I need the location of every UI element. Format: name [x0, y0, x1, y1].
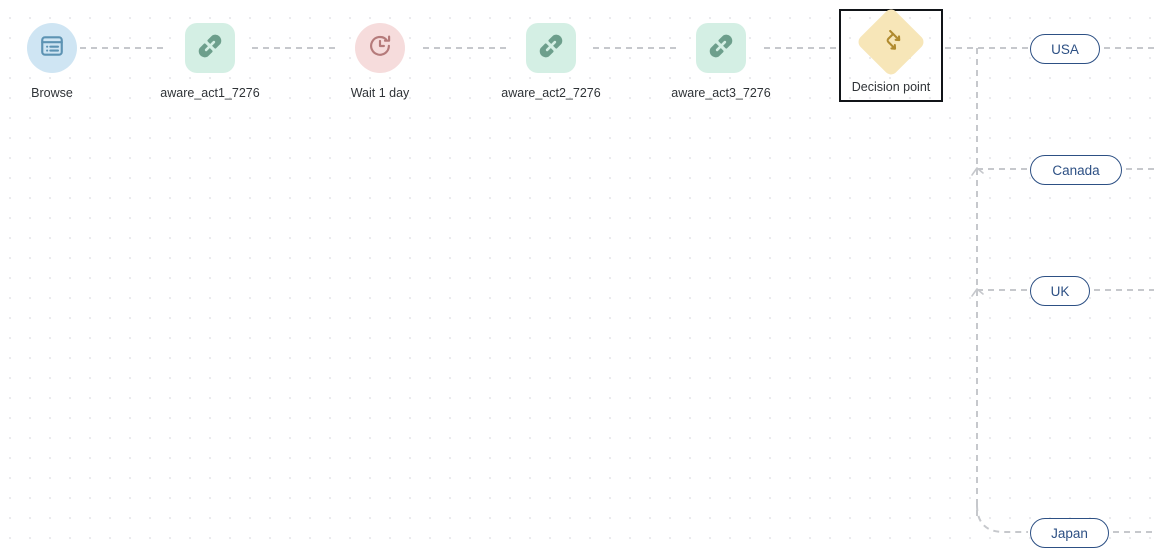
branch-pill-japan-label: Japan: [1051, 525, 1088, 541]
node-aware-act3-shape[interactable]: [696, 23, 746, 73]
node-aware-act1-label: aware_act1_7276: [160, 86, 260, 100]
node-aware-act3-label: aware_act3_7276: [671, 86, 771, 100]
edge-trunk-to-japan: [976, 504, 1028, 533]
plug-connector-icon: [708, 33, 734, 64]
plug-connector-icon: [197, 33, 223, 64]
node-browse-shape[interactable]: [27, 23, 77, 73]
node-decision-point-shape[interactable]: [855, 6, 927, 78]
branch-pill-japan[interactable]: Japan: [1030, 518, 1109, 548]
clock-refresh-icon: [367, 33, 393, 64]
branch-pill-canada-label: Canada: [1052, 162, 1100, 178]
node-aware-act2-shape[interactable]: [526, 23, 576, 73]
branch-arrow-canada: [971, 167, 984, 176]
node-aware-act2-label: aware_act2_7276: [501, 86, 601, 100]
node-wait-1-day-shape[interactable]: [355, 23, 405, 73]
branch-pill-uk[interactable]: UK: [1030, 276, 1090, 306]
node-aware-act2[interactable]: aware_act2_7276: [499, 23, 603, 102]
node-browse[interactable]: Browse: [0, 23, 104, 102]
node-decision-point-label: Decision point: [851, 80, 931, 94]
node-aware-act3[interactable]: aware_act3_7276: [669, 23, 773, 102]
node-aware-act1[interactable]: aware_act1_7276: [158, 23, 262, 102]
branch-arrow-uk: [971, 288, 984, 297]
node-wait-1-day-label: Wait 1 day: [350, 86, 410, 100]
branch-arrows-icon: [872, 23, 911, 62]
plug-connector-icon: [538, 33, 564, 64]
browse-list-icon: [39, 33, 65, 64]
node-aware-act1-shape[interactable]: [185, 23, 235, 73]
node-decision-point[interactable]: Decision point: [839, 6, 943, 102]
branch-pill-uk-label: UK: [1050, 283, 1070, 299]
branch-pill-usa[interactable]: USA: [1030, 34, 1100, 64]
branch-pill-usa-label: USA: [1051, 41, 1079, 57]
node-browse-label: Browse: [31, 86, 73, 100]
branch-pill-canada[interactable]: Canada: [1030, 155, 1122, 185]
node-wait-1-day[interactable]: Wait 1 day: [328, 23, 432, 102]
